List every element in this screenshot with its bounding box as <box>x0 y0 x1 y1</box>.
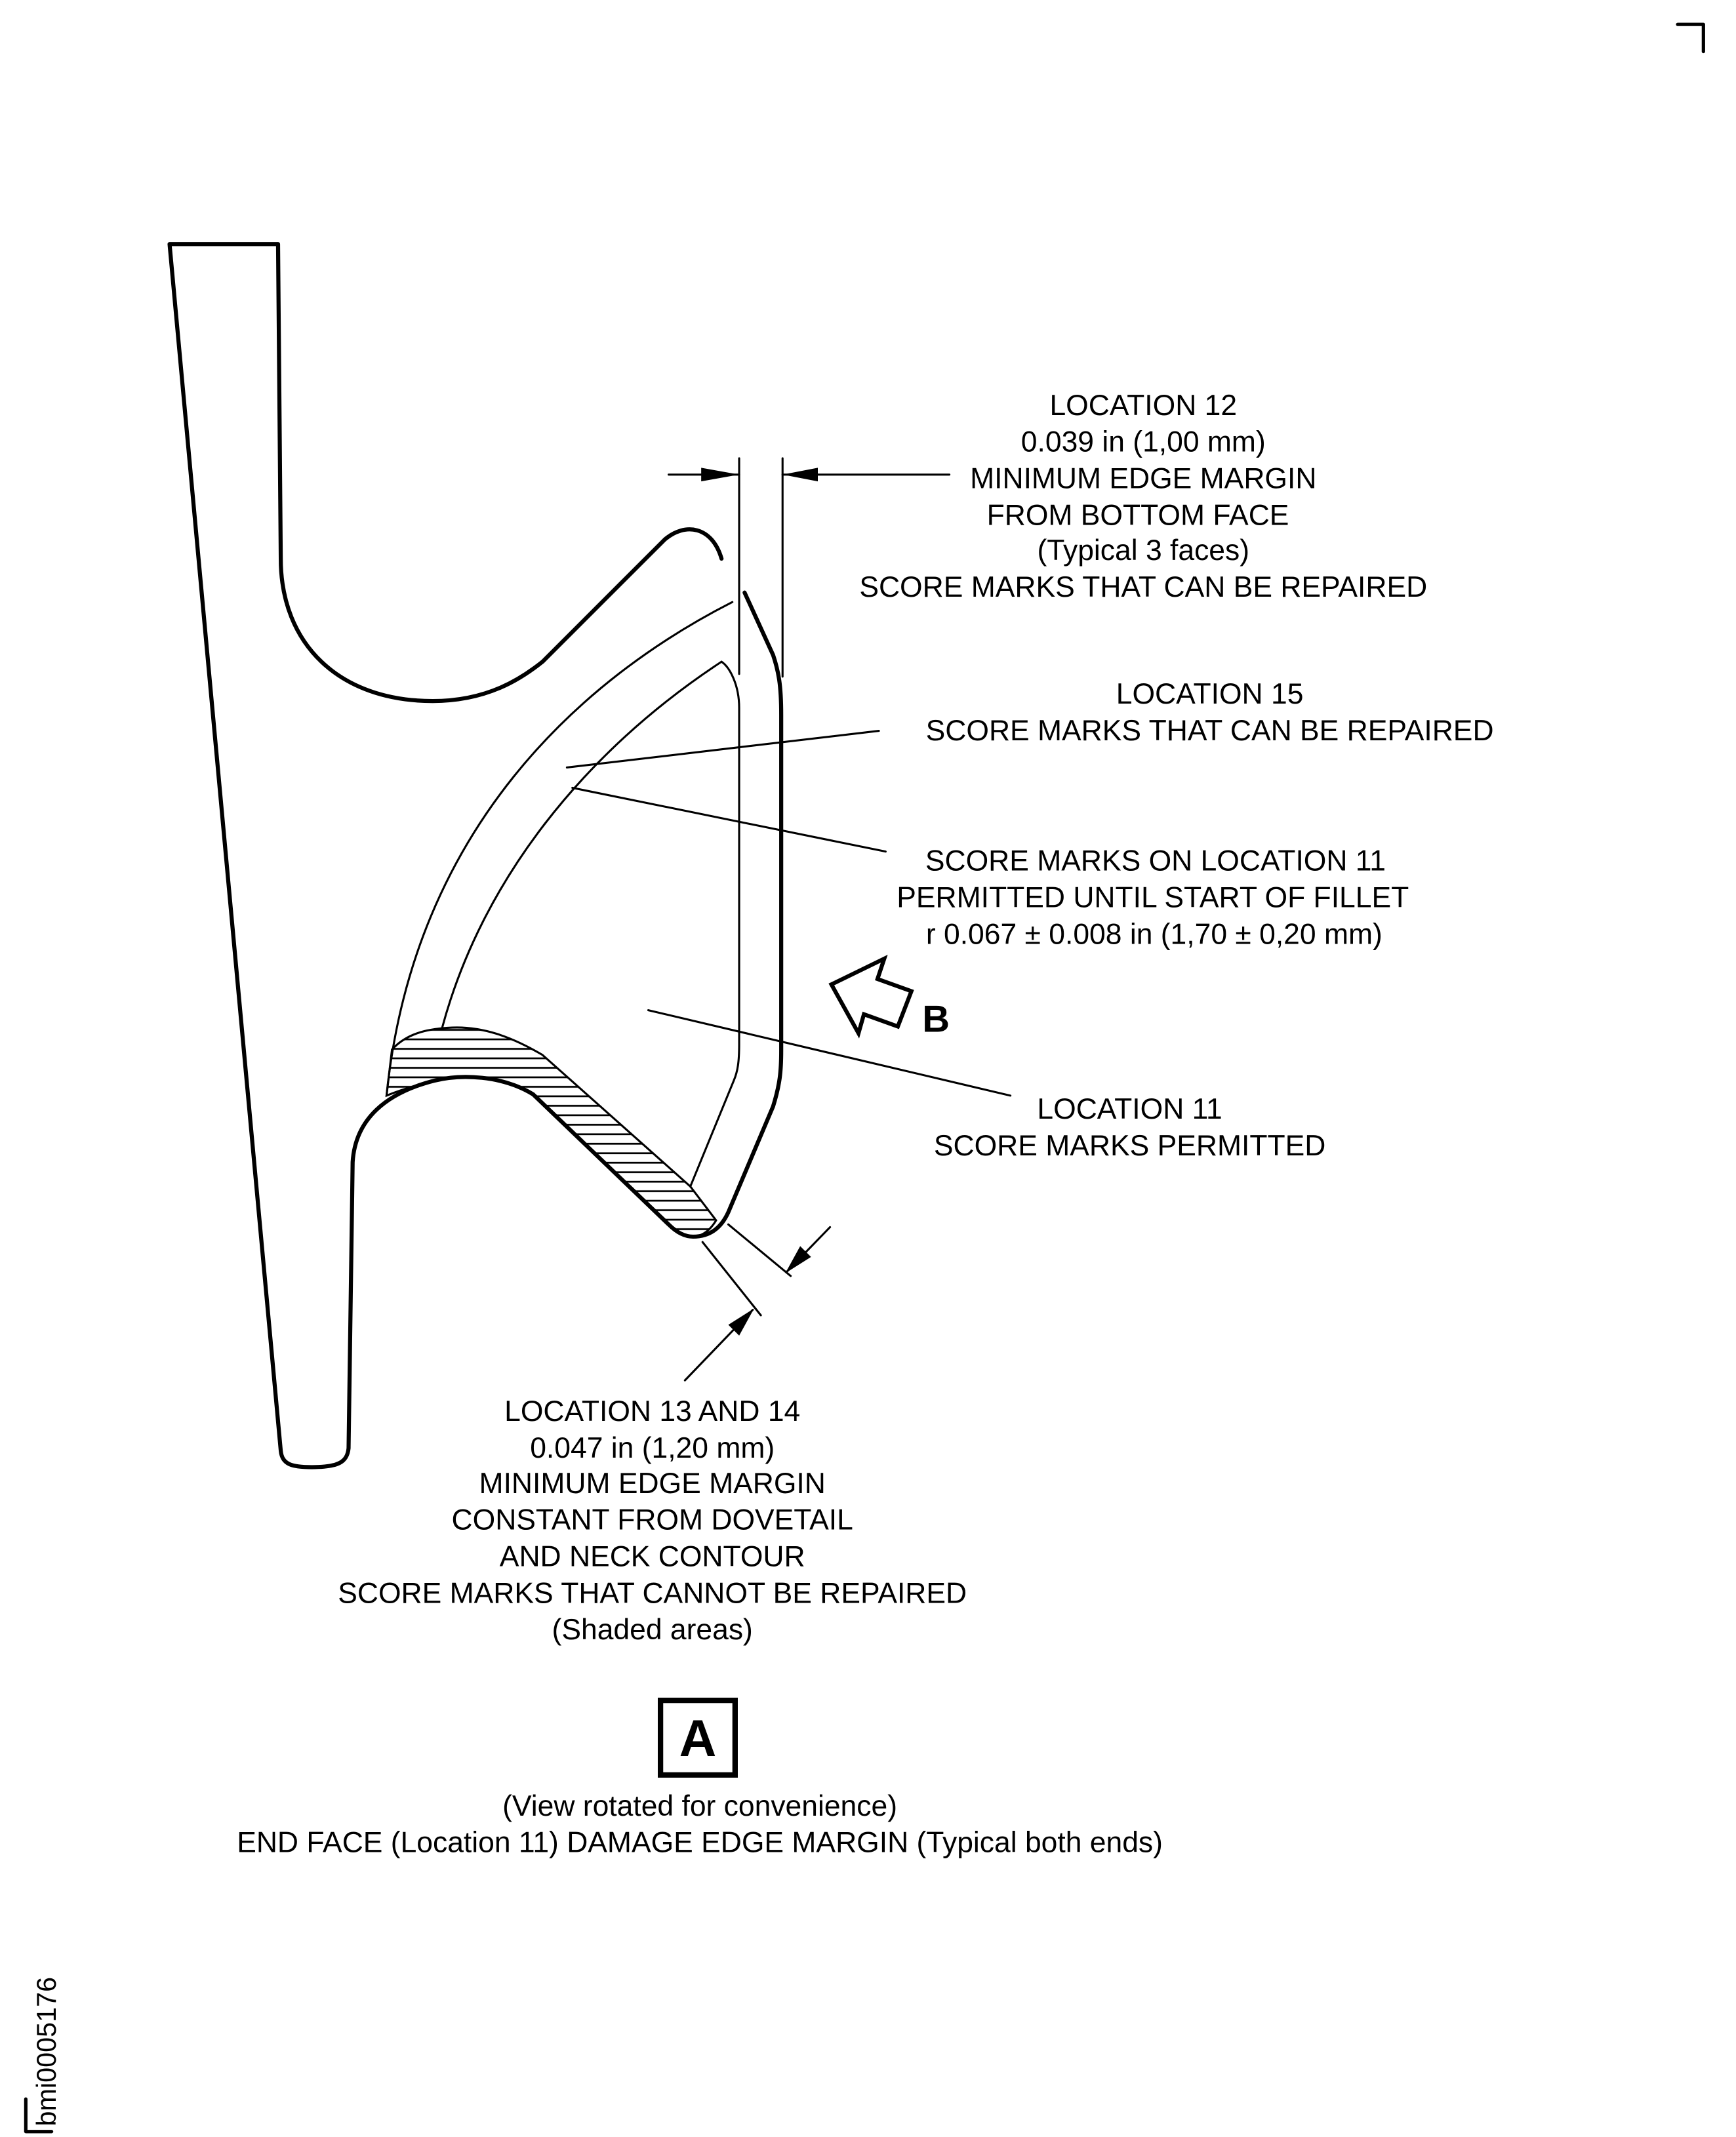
callout-line: (Typical 3 faces) <box>1038 534 1250 567</box>
callout-line: CONSTANT FROM DOVETAIL <box>452 1504 853 1536</box>
callout-line: SCORE MARKS THAT CAN BE REPAIRED <box>926 715 1494 747</box>
view-label-box <box>657 1698 738 1778</box>
view-arrow-label: B <box>922 999 950 1041</box>
callout-line: MINIMUM EDGE MARGIN <box>479 1468 826 1500</box>
callout-line: SCORE MARKS THAT CANNOT BE REPAIRED <box>338 1577 967 1609</box>
leader-location15 <box>565 730 880 769</box>
dim-arrow-icon <box>785 1246 811 1273</box>
callout-line: LOCATION 13 AND 14 <box>504 1395 800 1428</box>
callout-line: PERMITTED UNTIL START OF FILLET <box>897 881 1409 913</box>
dim-arrow-icon <box>728 1308 754 1336</box>
callout-location11-fillet: SCORE MARKS ON LOCATION 11 PERMITTED UNT… <box>897 845 1409 951</box>
callout-line: SCORE MARKS THAT CAN BE REPAIRED <box>859 571 1427 603</box>
corner-mark-top-right <box>1676 22 1705 54</box>
callout-line: r 0.067 ± 0.008 in (1,70 ± 0,20 mm) <box>926 918 1383 950</box>
caption-line1: (View rotated for convenience) <box>502 1790 897 1822</box>
dim-extension-line <box>701 1241 762 1317</box>
callout-line: SCORE MARKS PERMITTED <box>934 1130 1325 1162</box>
figure-id: bmi0005176 <box>31 1977 62 2127</box>
callout-location13-14: LOCATION 13 AND 14 0.047 in (1,20 mm) MI… <box>338 1395 967 1646</box>
leader-location11 <box>647 1009 1012 1097</box>
edge-margin-line <box>689 660 740 1188</box>
callout-line: SCORE MARKS ON LOCATION 11 <box>925 845 1386 877</box>
part-outline <box>167 242 784 1469</box>
dim-extension-line <box>727 1223 792 1277</box>
callout-line: MINIMUM EDGE MARGIN <box>970 462 1316 494</box>
shaded-area <box>385 1026 717 1238</box>
callout-line: (Shaded areas) <box>552 1614 753 1646</box>
dim-arrow-icon <box>782 468 818 482</box>
callout-location11: LOCATION 11 SCORE MARKS PERMITTED <box>934 1093 1325 1162</box>
callout-line: FROM BOTTOM FACE <box>987 499 1289 531</box>
callout-line: 0.039 in (1,00 mm) <box>1021 426 1266 458</box>
callout-line: 0.047 in (1,20 mm) <box>530 1432 775 1464</box>
caption-line2: END FACE (Location 11) DAMAGE EDGE MARGI… <box>237 1827 1163 1859</box>
callout-location15: LOCATION 15 SCORE MARKS THAT CAN BE REPA… <box>926 678 1494 747</box>
inner-fillet-line <box>441 660 723 1029</box>
dim-arrow-icon <box>701 468 740 482</box>
outer-fillet-line <box>385 601 734 1097</box>
callout-line: LOCATION 11 <box>1037 1093 1222 1125</box>
corner-mark-bottom-left <box>24 2097 54 2134</box>
callout-line: LOCATION 15 <box>1116 678 1304 710</box>
callout-line: AND NECK CONTOUR <box>500 1540 805 1572</box>
callout-location12: LOCATION 12 0.039 in (1,00 mm) MINIMUM E… <box>859 389 1427 603</box>
callout-line: LOCATION 12 <box>1049 389 1237 422</box>
leader-location11-fillet <box>571 786 887 853</box>
view-label: A <box>679 1709 717 1767</box>
view-arrow-icon <box>828 954 914 1039</box>
